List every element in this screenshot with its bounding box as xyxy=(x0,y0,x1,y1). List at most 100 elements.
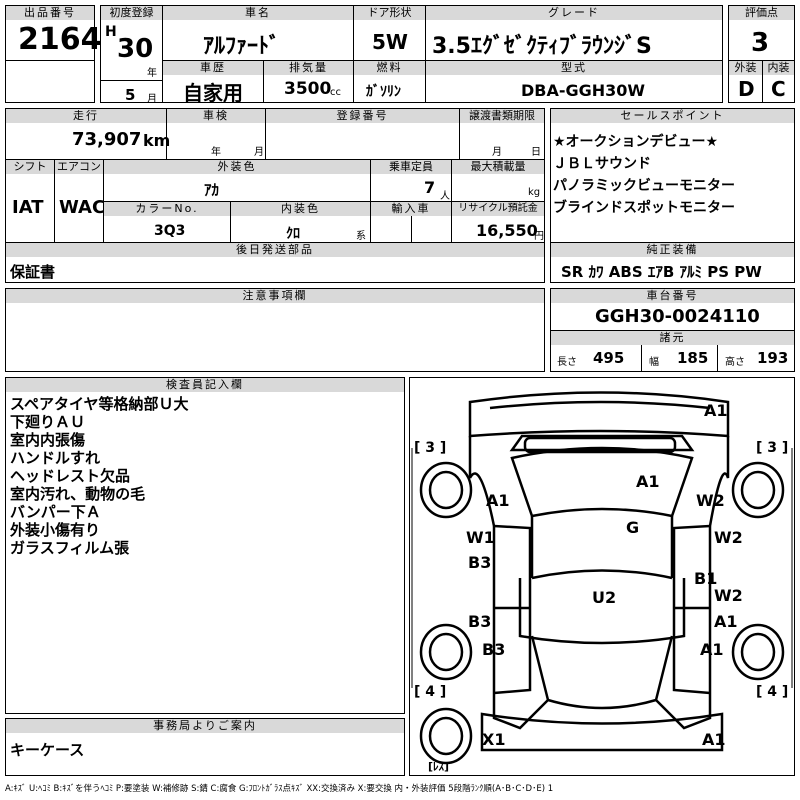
displacement: 3500 xyxy=(284,79,332,99)
recycle: 16,550 xyxy=(476,221,538,240)
score-box: 評価点 3 xyxy=(728,5,795,61)
int-score: C xyxy=(771,77,786,101)
lot-box: 出品番号 2164 xyxy=(5,5,102,61)
inspection-month-unit: 月 xyxy=(254,147,264,158)
mileage: 73,907 xyxy=(72,129,142,150)
int-color-label: 内装色 xyxy=(231,202,370,216)
car-outline xyxy=(411,391,793,765)
inspector-line: バンパー下Ａ xyxy=(10,503,101,521)
mark-fender-r: W2 xyxy=(696,491,725,510)
year-unit: 年 xyxy=(147,68,157,79)
width-label: 幅 xyxy=(649,357,659,368)
sales-line: ブラインドスポットモニター xyxy=(553,200,735,216)
transfer-label: 譲渡書類期限 xyxy=(460,109,544,123)
color-no-label: カラーNo. xyxy=(104,202,230,216)
mark-door-r-w2: W2 xyxy=(714,586,743,605)
transfer-month-unit: 月 xyxy=(492,147,502,158)
ext-color-label: 外装色 xyxy=(104,160,370,174)
transfer-day-unit: 日 xyxy=(531,147,541,158)
car-name-label: 車名 xyxy=(163,6,353,20)
mark-front-door-l: W1 xyxy=(466,528,495,547)
chassis-box: 車台番号 GGH30-0024110 諸元 長さ 495 幅 185 高さ 19… xyxy=(550,288,795,372)
tire-fl: [ 3 ] xyxy=(414,440,447,456)
later-parts-box: 後日発送部品 保証書 xyxy=(5,242,545,283)
displacement-box: 排気量 3500 cc xyxy=(263,60,354,103)
later-parts: 保証書 xyxy=(10,263,56,281)
fuel-label: 燃料 xyxy=(354,61,425,75)
sales-line: ★オークションデビュー★ xyxy=(553,134,719,150)
inspector-label: 検査員記入欄 xyxy=(6,378,404,392)
door-box: ドア形状 5W xyxy=(353,5,426,61)
color-no: 3Q3 xyxy=(154,223,186,239)
mark-door-r-b1: B1 xyxy=(694,569,718,588)
height: 193 xyxy=(757,349,789,367)
dims-label: 諸元 xyxy=(551,331,794,345)
car-name: ｱﾙﾌｧｰﾄﾞ xyxy=(203,34,281,59)
mark-door-r-a1b: A1 xyxy=(700,640,724,659)
office-box: 事務局よりご案内 キーケース xyxy=(5,718,405,776)
reg-month: 5 xyxy=(125,86,136,104)
inspector-line: 室内内張傷 xyxy=(10,431,86,449)
mark-door-l-1: B3 xyxy=(468,553,492,572)
int-color-unit: 系 xyxy=(356,231,366,242)
tire-fr: [ 3 ] xyxy=(756,440,789,456)
mark-fender-l: A1 xyxy=(486,491,510,510)
grade-box: グレード 3.5ｴｸﾞｾﾞｸﾃｨﾌﾞﾗｳﾝｼﾞS xyxy=(425,5,723,61)
ext-score-box: 外装 D xyxy=(728,60,763,103)
office-note: キーケース xyxy=(10,741,85,759)
inspector-line: スペアタイヤ等格納部Ｕ大 xyxy=(10,395,189,413)
inspector-line: 室内汚れ、動物の毛 xyxy=(10,485,146,503)
displacement-label: 排気量 xyxy=(264,61,353,75)
chassis-label: 車台番号 xyxy=(551,289,794,303)
lot-box-lower xyxy=(5,60,95,103)
reg-year: 30 xyxy=(117,34,154,64)
notes-label: 注意事項欄 xyxy=(6,289,544,303)
later-parts-label: 後日発送部品 xyxy=(6,243,544,257)
equipment-box: 純正装備 SR ｶﾜ ABS ｴｱB ｱﾙﾐ PS PW xyxy=(550,242,795,283)
ac: WAC xyxy=(59,197,106,218)
era-mark: H xyxy=(105,24,117,40)
max-load-unit: kg xyxy=(528,187,541,198)
mark-door-r-a1a: A1 xyxy=(714,612,738,631)
grade: 3.5ｴｸﾞｾﾞｸﾃｨﾌﾞﾗｳﾝｼﾞS xyxy=(432,34,652,59)
tire-rr: [ 4 ] xyxy=(756,684,789,700)
int-color: ｸﾛ xyxy=(286,226,300,242)
inspector-line: ヘッドレスト欠品 xyxy=(10,467,131,485)
sales-label: セールスポイント xyxy=(551,109,794,123)
notes-box: 注意事項欄 xyxy=(5,288,545,372)
office-label: 事務局よりご案内 xyxy=(6,719,404,733)
fuel-box: 燃料 ｶﾞｿﾘﾝ xyxy=(353,60,426,103)
sales-line: ＪＢＬサウンド xyxy=(553,156,651,172)
lot-label: 出品番号 xyxy=(6,6,94,20)
mark-hood: A1 xyxy=(636,472,660,491)
history-label: 車歴 xyxy=(163,61,263,75)
carname-box: 車名 ｱﾙﾌｧｰﾄﾞ xyxy=(162,5,354,61)
length-label: 長さ xyxy=(557,357,577,368)
model-box: 型式 DBA-GGH30W xyxy=(425,60,723,103)
door-label: ドア形状 xyxy=(354,6,425,20)
import-label: 輸入車 xyxy=(371,202,451,216)
inspector-box: 検査員記入欄 スペアタイヤ等格納部Ｕ大 下廻りＡＵ 室内内張傷 ハンドルすれ ヘ… xyxy=(5,377,405,714)
seats: 7 xyxy=(424,178,436,197)
mark-front-door-r: W2 xyxy=(714,528,743,547)
mark-rear-bumper-r: A1 xyxy=(702,730,726,749)
mileage-label: 走行 xyxy=(6,109,166,123)
length: 495 xyxy=(593,349,625,367)
ac-label: エアコン xyxy=(55,160,103,174)
model: DBA-GGH30W xyxy=(521,81,646,100)
ext-color: ｱｶ xyxy=(204,181,220,199)
car-diagram: [ 3 ] [ 3 ] [ 4 ] [ 4 ] [ﾚｽ] A1 A1 A1 W2… xyxy=(409,377,795,776)
width: 185 xyxy=(677,349,709,367)
inspection-label: 車検 xyxy=(167,109,265,123)
height-label: 高さ xyxy=(725,357,745,368)
inspection-year-unit: 年 xyxy=(211,147,221,158)
reg-box: 初度登録 H 30 年 5 月 xyxy=(100,5,163,105)
reg-label: 初度登録 xyxy=(101,6,162,20)
score-label: 評価点 xyxy=(729,6,794,20)
overall-score: 3 xyxy=(751,28,770,58)
ext-score: D xyxy=(738,77,755,101)
mark-door-l-3: B3 xyxy=(482,640,506,659)
mark-rear-bumper-l: X1 xyxy=(482,730,506,749)
inspector-line: ハンドルすれ xyxy=(10,449,101,467)
inspector-line: 外装小傷有り xyxy=(10,521,101,539)
